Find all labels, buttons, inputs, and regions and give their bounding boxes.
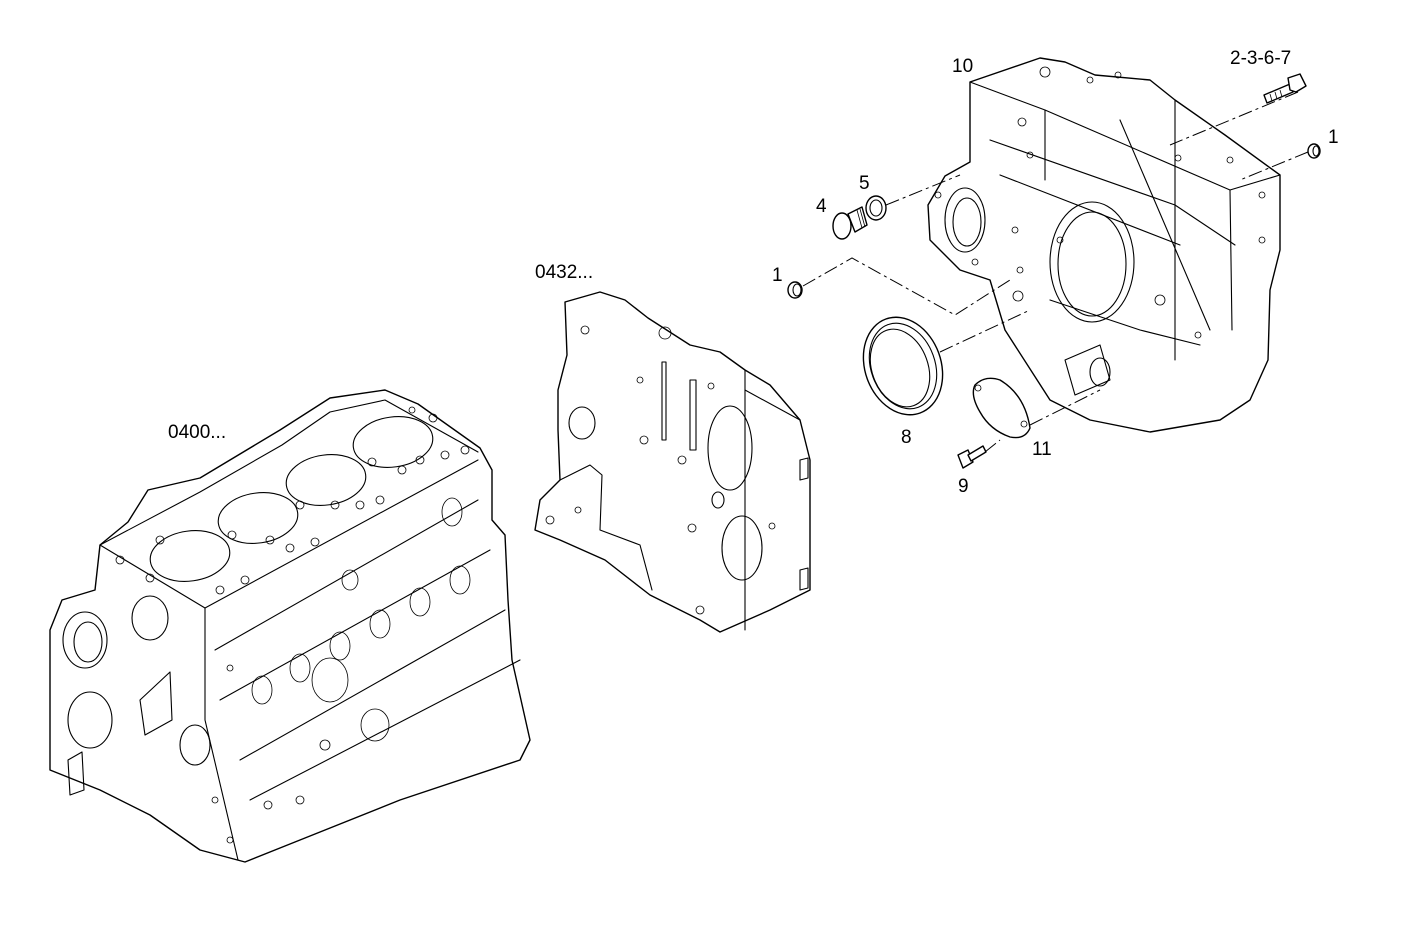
engine-block (49, 389, 531, 863)
callout-4: 4 (816, 196, 827, 217)
timing-plate (534, 291, 811, 633)
callout-0432: 0432... (535, 262, 594, 283)
plug-4 (832, 206, 868, 240)
plug-1-left (787, 281, 803, 299)
oil-seal-8 (862, 316, 944, 416)
seal-ring-5 (865, 195, 887, 221)
callout-2-3-6-7: 2-3-6-7 (1230, 48, 1292, 69)
callout-1-right: 1 (1328, 127, 1339, 148)
flywheel-housing (927, 57, 1281, 433)
callout-11: 11 (1032, 439, 1052, 460)
leader-lines (802, 91, 1309, 453)
bolt-2-3-6-7 (1263, 73, 1307, 104)
plug-1-right (1307, 143, 1321, 159)
callout-9: 9 (958, 476, 969, 497)
bolt-9 (957, 445, 987, 469)
callout-8: 8 (901, 427, 912, 448)
callout-0400: 0400... (168, 422, 227, 443)
cover-plate-11 (972, 377, 1031, 439)
callout-10: 10 (952, 56, 974, 77)
callout-5: 5 (859, 173, 870, 194)
callout-1-left: 1 (772, 265, 783, 286)
